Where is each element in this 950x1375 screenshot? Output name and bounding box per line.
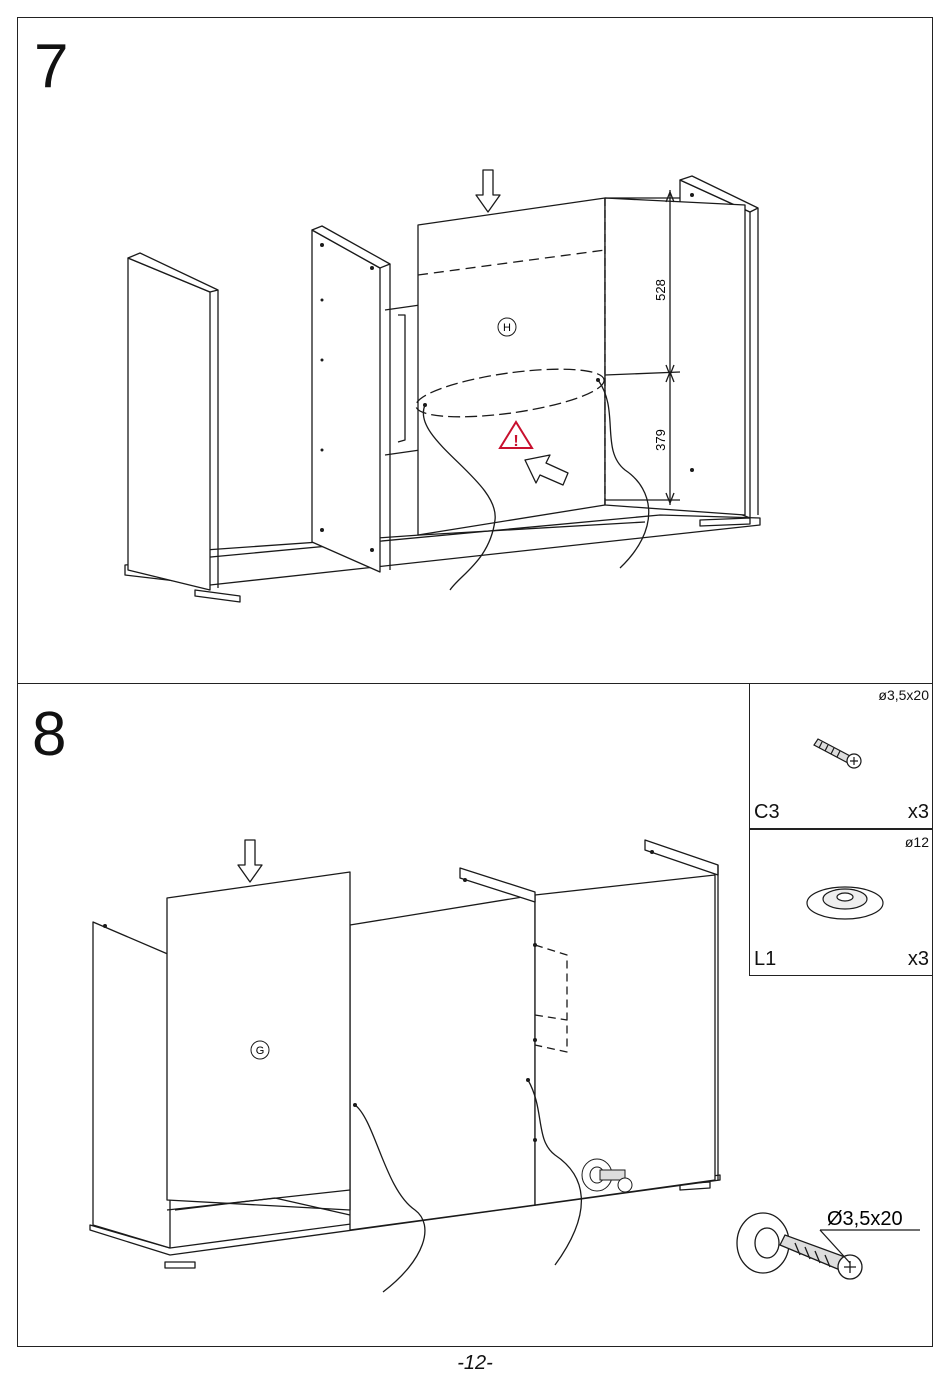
step-8-number: 8 [32,704,66,766]
part-spec: ø3,5x20 [878,687,929,703]
part-qty: x3 [908,801,929,824]
dimension-379: 379 [653,429,668,451]
panel-label-h: H [503,322,511,334]
back-panel-h [418,198,605,535]
left-side-panel [93,922,170,1248]
svg-text:!: ! [513,433,518,450]
part-code: C3 [754,801,780,824]
screw-icon [810,731,870,771]
step-8-illustration: G [85,830,745,1300]
part-spec: ø12 [905,834,929,850]
part-box-l1: ø12 L1 x3 [749,829,933,976]
page-number: -12- [0,1352,950,1375]
part-code: L1 [754,948,776,971]
screw-detail: Ø3,5x20 [725,1195,925,1315]
screw-size-callout: Ø3,5x20 [827,1208,903,1230]
cover-cap-icon [800,875,890,925]
down-arrow-icon [238,840,262,882]
step-7-illustration: H ! 528 379 [100,150,820,610]
part-qty: x3 [908,948,929,971]
panel-label-g: G [256,1045,265,1057]
left-side-panel [128,258,210,590]
down-arrow-icon [476,170,500,212]
back-right-panel [350,895,535,1230]
part-box-c3: ø3,5x20 C3 x3 [749,683,933,829]
middle-partition [312,230,380,572]
step-7-number: 7 [34,36,68,98]
dimension-528: 528 [653,279,668,301]
